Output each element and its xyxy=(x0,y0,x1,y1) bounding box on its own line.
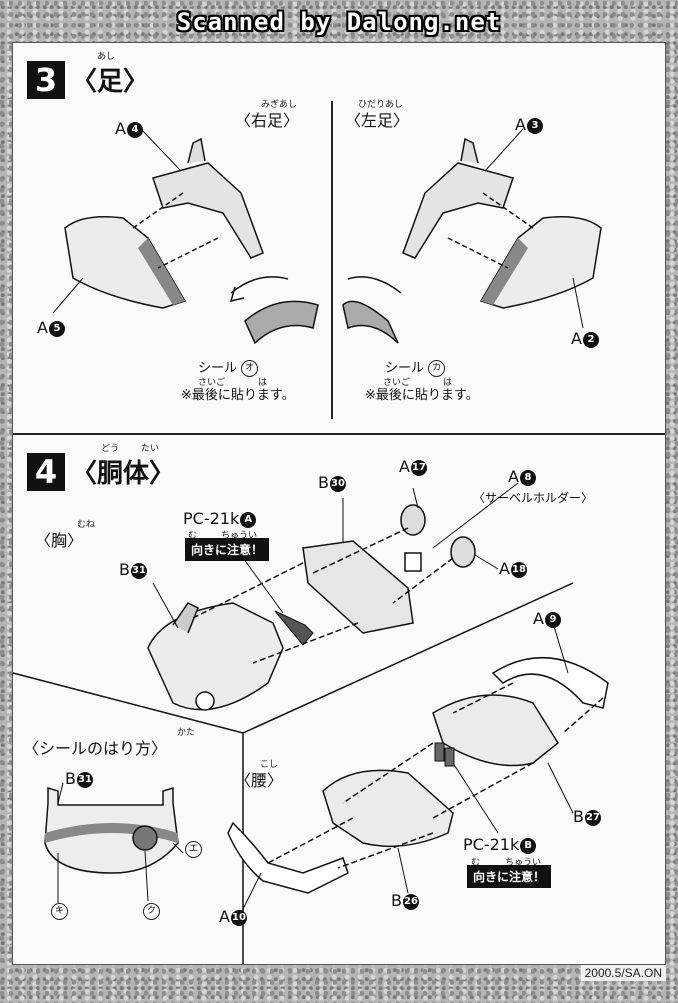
seal-method-label: 〈シールのはり方〉 xyxy=(23,739,168,758)
section-3-number: 3 xyxy=(27,61,65,99)
pc-a-caution: 向きに注意！ xyxy=(185,538,270,561)
right-note-ruby-2: は xyxy=(258,378,268,388)
chest-label: 〈胸〉 xyxy=(35,531,84,550)
seal-mark-ku: ク xyxy=(143,903,160,920)
seal-mark-e: エ xyxy=(185,841,202,858)
right-foot-ruby: みぎあし xyxy=(261,100,298,110)
section-4-number: 4 xyxy=(27,453,65,491)
right-note-ruby-1: さいご xyxy=(198,378,226,388)
pc-b-caution: 向きに注意！ xyxy=(467,865,552,888)
section-3-ruby: あし xyxy=(97,52,116,62)
seal-mark-ki: キ xyxy=(51,903,68,920)
right-foot-label: 〈右足〉 xyxy=(235,111,300,130)
section-3-divider xyxy=(331,101,333,419)
section-4-title: 〈胴体〉 xyxy=(71,459,176,489)
seal-method-ruby: かた xyxy=(177,728,196,738)
chest-ruby: むね xyxy=(77,520,96,530)
section-divider xyxy=(13,433,665,435)
right-seal-label: シール オ xyxy=(198,357,259,377)
left-seal-label: シール カ xyxy=(385,357,446,377)
left-foot-diagram xyxy=(342,128,602,344)
waist-label: 〈腰〉 xyxy=(235,771,284,790)
waist-ruby: こし xyxy=(260,760,279,770)
left-foot-ruby: ひだりあし xyxy=(358,100,404,110)
left-note: ※最後に貼ります。 xyxy=(365,388,479,403)
section-4-ruby-1: どう xyxy=(101,444,120,454)
seal-method-diagram xyxy=(44,782,184,903)
waist-diagram xyxy=(227,622,609,914)
pc-b-ruby-1: む xyxy=(471,858,481,868)
scan-header: Scanned by Dalong.net xyxy=(176,8,502,36)
section-4-ruby-2: たい xyxy=(141,444,160,454)
right-note: ※最後に貼ります。 xyxy=(181,388,295,403)
right-foot-diagram xyxy=(52,128,319,345)
left-foot-label: 〈左足〉 xyxy=(345,111,410,130)
left-note-ruby-1: さいご xyxy=(383,378,411,388)
pc-b-ruby-2: ちゅうい xyxy=(505,858,542,868)
pc-a-ruby-2: ちゅうい xyxy=(221,531,258,541)
section-3-title: 〈足〉 xyxy=(71,67,150,97)
left-note-ruby-2: は xyxy=(443,378,453,388)
footer-code: 2000.5/SA.ON xyxy=(580,965,666,981)
pc-a-ruby-1: む xyxy=(188,531,198,541)
